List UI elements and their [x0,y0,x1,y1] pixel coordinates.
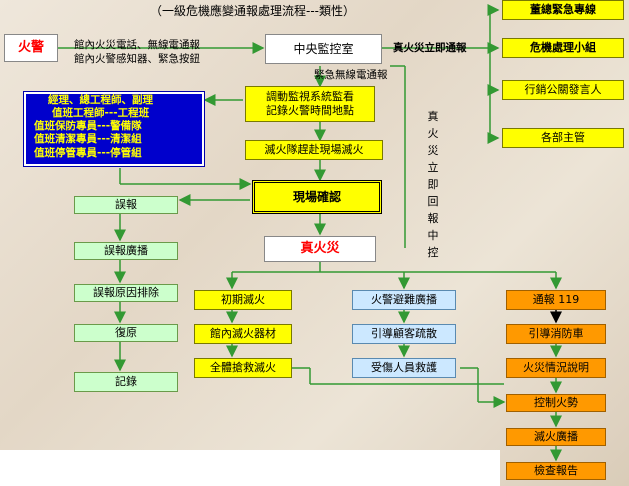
source-label-2: 館內火警感知器、緊急按鈕 [74,53,200,65]
extinguish-team-box: 滅火隊趕赴現場滅火 [245,140,383,160]
inspection-report-box: 檢查報告 [506,462,606,480]
record-box: 記錄 [74,372,178,392]
staff-line-1: 經理、總工程師、副理 [48,94,153,106]
dispatch-monitor-box: 調動監視系統監看 記錄火警時間地點 [245,86,375,122]
false-report-box: 誤報 [74,196,178,214]
real-fire-box: 真火災 [264,236,376,262]
guide-evac-box: 引導顧客疏散 [352,324,456,344]
dept-heads-box: 各部主管 [502,128,624,148]
all-rescue-box: 全體搶救滅火 [194,358,292,378]
fire-alarm-box: 火警 [4,34,58,62]
injured-rescue-box: 受傷人員救護 [352,358,456,378]
guide-firetruck-box: 引導消防車 [506,324,606,344]
page-title: （一級危機應變通報處理流程---類性） [150,4,355,18]
staff-line-5: 值班停管專員---停管組 [34,146,142,159]
vertical-note: 真火災立即回報中控 [427,110,439,259]
onsite-confirm-box: 現場確認 [252,180,382,214]
false-cause-box: 誤報原因排除 [74,284,178,302]
fire-broadcast-box: 滅火廣播 [506,428,606,446]
building-equipment-box: 館內滅火器材 [194,324,292,344]
pr-spokesman-box: 行銷公關發言人 [502,80,624,100]
real-fire-notify-label: 真火災立即通報 [393,42,467,54]
emergency-radio-label: 緊急無線電通報 [314,69,388,81]
staff-list-box: 經理、總工程師、副理 值班工程師---工程班 值班保防專員---警備隊 值班清潔… [23,91,205,167]
staff-line-3: 值班保防專員---警備隊 [34,120,142,133]
alarm-reporting-box: 董總緊急專線 [502,0,624,20]
recovery-box: 復原 [74,324,178,342]
staff-line-2: 值班工程師---工程班 [52,107,150,120]
false-broadcast-box: 誤報廣播 [74,242,178,260]
central-monitor-box: 中央監控室 [265,34,382,64]
crisis-team-box: 危機處理小組 [502,38,624,58]
source-label-1: 館內火災電話、無線電通報 [74,39,200,51]
call-119-box: 通報 119 [506,290,606,310]
fire-situation-box: 火災情況說明 [506,358,606,378]
staff-line-4: 值班清潔專員---清潔組 [34,133,142,146]
initial-fight-box: 初期滅火 [194,290,292,310]
evac-broadcast-box: 火警避難廣播 [352,290,456,310]
control-fire-box: 控制火勢 [506,394,606,412]
